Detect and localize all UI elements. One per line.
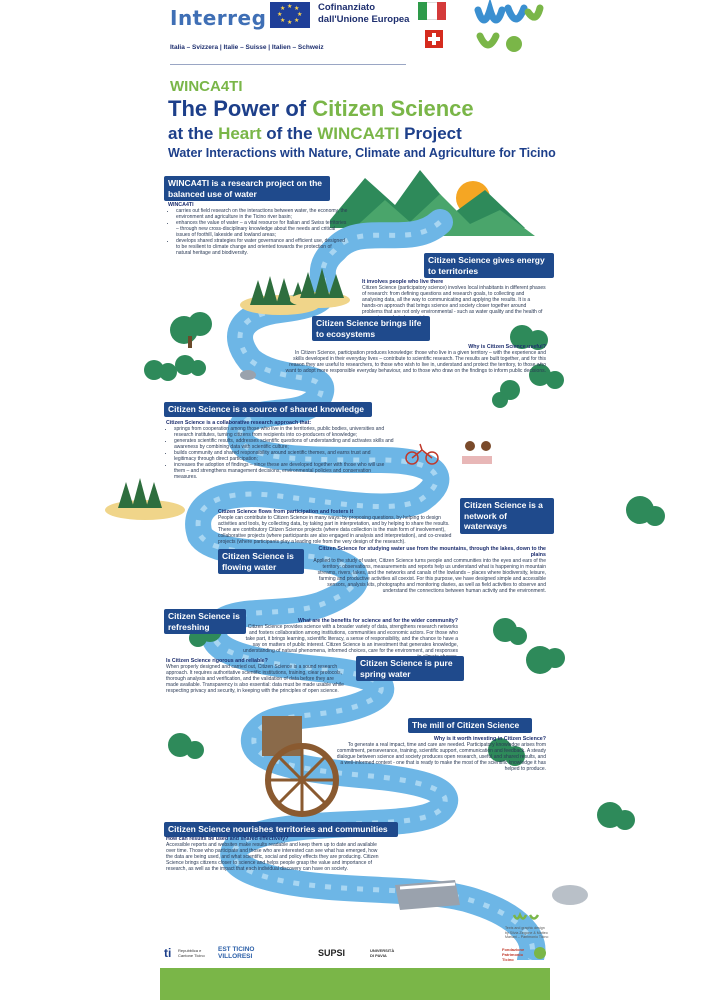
main-title: The Power of Citizen Science	[168, 96, 474, 121]
section-2-title: Citizen Science gives energy to territor…	[424, 253, 554, 278]
section-6-text: Citizen Science for studying water use f…	[313, 546, 546, 594]
picnic-icon	[462, 456, 492, 464]
countries-line: Italia – Svizzera | Italie – Suisse | It…	[170, 44, 324, 51]
canton-ticino-logo: Repubblica e Cantone Ticino	[178, 948, 205, 958]
section-10-title: Citizen Science nourishes territories an…	[164, 822, 398, 837]
italy-flag-icon	[418, 2, 446, 20]
rock-icon	[552, 885, 588, 905]
section-4-text: Citizen Science is a collaborative resea…	[166, 420, 394, 480]
section-3-text: Why is Citizen Science useful? In Citize…	[285, 344, 546, 374]
section-1-title: WINCA4TI is a research project on the ba…	[164, 176, 330, 201]
water-mill-icon	[262, 716, 339, 817]
winca4ti-logo-icon	[474, 0, 544, 52]
section-5-text: Citizen Science flows from participation…	[218, 509, 452, 545]
section-9-text: Why is it worth investing in Citizen Sci…	[336, 736, 546, 772]
supsi-logo: SUPSI	[318, 948, 346, 958]
ti-logo: ti	[164, 946, 172, 960]
est-ticino-villoresi-logo: EST TICINO VILLORESI	[218, 946, 255, 960]
section-4-title: Citizen Science is a source of shared kn…	[164, 402, 372, 417]
fondazione-patrimonio-ticino-logo: Fondazione Patrimonio Ticino	[502, 947, 525, 962]
cofinancing-text: Cofinanziato dall'Unione Europea	[318, 2, 410, 25]
section-9-title: The mill of Citizen Science	[408, 718, 532, 733]
section-10-text: How can results be used and shared effec…	[166, 836, 379, 872]
section-5-title: Citizen Science is a network of waterway…	[460, 498, 554, 534]
project-acronym-expansion: Water Interactions with Nature, Climate …	[168, 146, 556, 160]
section-1-text: WINCA4TI carries out field research on t…	[168, 202, 348, 256]
section-8-title: Citizen Science is pure spring water	[356, 656, 464, 681]
university-pavia-logo: UNIVERSITÀ DI PAVIA	[370, 948, 395, 958]
footer-band	[160, 968, 550, 1000]
section-7-title: Citizen Science is refreshing	[164, 609, 246, 634]
winca4ti-small-logo-icon	[512, 912, 540, 920]
section-7-text: What are the benefits for science and fo…	[243, 618, 458, 660]
main-subtitle: at the Heart of the WINCA4TI Project	[168, 124, 462, 143]
header-divider	[170, 64, 406, 65]
section-6-title: Citizen Science is flowing water	[218, 549, 304, 574]
section-3-title: Citizen Science brings life to ecosystem…	[312, 316, 430, 341]
bicycle-icon	[405, 443, 439, 465]
section-2-text: It involves people who live there Citize…	[362, 279, 546, 321]
project-name: WINCA4TI	[170, 78, 243, 95]
credit-text: Texts and graphic design by Silvia Zingo…	[505, 926, 549, 939]
swiss-flag-icon	[425, 30, 443, 48]
section-8-text: Is Citizen Science rigorous and reliable…	[166, 658, 344, 694]
interreg-logo: Interreg	[170, 6, 267, 30]
footer-badge-icon	[534, 947, 546, 959]
eu-flag-icon: ★ ★ ★ ★ ★ ★ ★ ★	[270, 2, 310, 28]
